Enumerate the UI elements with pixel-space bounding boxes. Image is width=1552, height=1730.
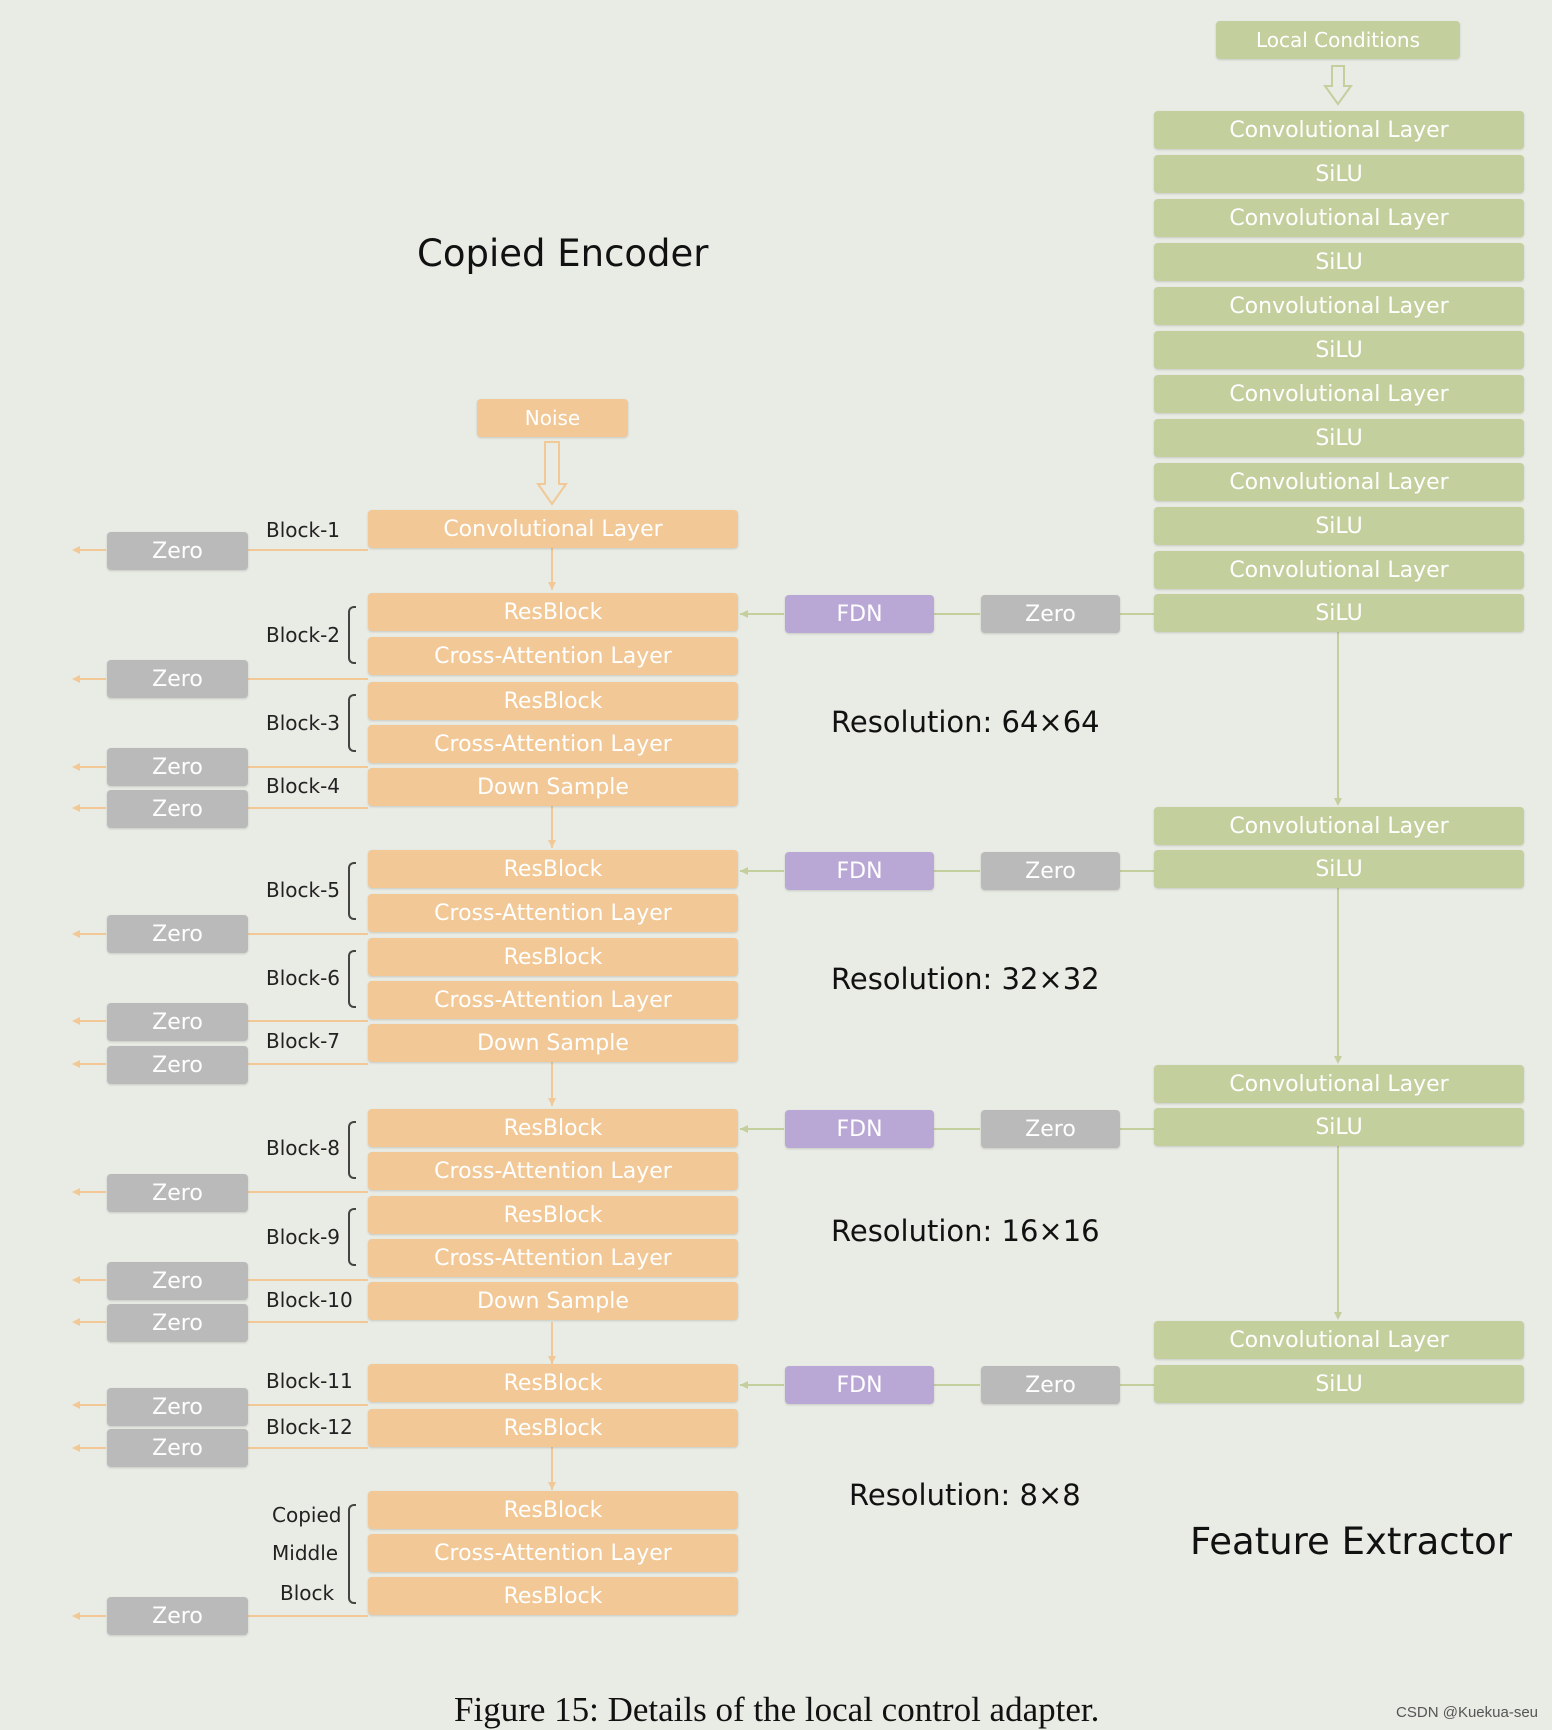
block-label: Block-11 xyxy=(266,1369,353,1393)
local-conditions-down-arrow xyxy=(1323,65,1353,106)
zero-output: Zero xyxy=(107,532,248,570)
encoder-cross-attention: Cross-Attention Layer xyxy=(368,1152,738,1190)
encoder-cross-attention: Cross-Attention Layer xyxy=(368,981,738,1019)
fdn-box: FDN xyxy=(785,1366,934,1404)
extractor-conv-layer: Convolutional Layer xyxy=(1154,199,1524,237)
brace xyxy=(348,694,356,752)
zero-box: Zero xyxy=(981,1366,1120,1404)
middle-block-label: Copied xyxy=(272,1503,342,1527)
brace xyxy=(348,1504,356,1604)
local-conditions-input: Local Conditions xyxy=(1216,21,1460,59)
extractor-silu: SiLU xyxy=(1154,1365,1524,1403)
block-label: Block-4 xyxy=(266,774,341,798)
noise-down-arrow xyxy=(536,441,568,506)
zero-output: Zero xyxy=(107,1046,248,1084)
resolution-label: Resolution: 16×16 xyxy=(831,1214,1100,1248)
extractor-conv-layer: Convolutional Layer xyxy=(1154,1321,1524,1359)
brace xyxy=(348,1208,356,1266)
extractor-conv-layer: Convolutional Layer xyxy=(1154,1065,1524,1103)
zero-output: Zero xyxy=(107,1262,248,1300)
fdn-box: FDN xyxy=(785,852,934,890)
encoder-resblock: ResBlock xyxy=(368,1109,738,1147)
extractor-silu: SiLU xyxy=(1154,419,1524,457)
encoder-cross-attention: Cross-Attention Layer xyxy=(368,637,738,675)
block-label: Block-10 xyxy=(266,1288,353,1312)
middle-cross-attention: Cross-Attention Layer xyxy=(368,1534,738,1572)
extractor-silu: SiLU xyxy=(1154,155,1524,193)
middle-block-label: Block xyxy=(280,1581,335,1605)
resolution-label: Resolution: 32×32 xyxy=(831,962,1100,996)
block-label: Block-9 xyxy=(266,1225,341,1249)
extractor-conv-layer: Convolutional Layer xyxy=(1154,463,1524,501)
middle-resblock: ResBlock xyxy=(368,1577,738,1615)
zero-output: Zero xyxy=(107,1597,248,1635)
encoder-cross-attention: Cross-Attention Layer xyxy=(368,725,738,763)
block-label: Block-7 xyxy=(266,1029,341,1053)
noise-input: Noise xyxy=(477,399,628,437)
brace xyxy=(348,1121,356,1179)
encoder-resblock: ResBlock xyxy=(368,593,738,631)
extractor-silu: SiLU xyxy=(1154,850,1524,888)
extractor-silu: SiLU xyxy=(1154,243,1524,281)
encoder-resblock: ResBlock xyxy=(368,682,738,720)
extractor-silu: SiLU xyxy=(1154,331,1524,369)
figure-caption: Figure 15: Details of the local control … xyxy=(454,1690,1100,1729)
zero-output: Zero xyxy=(107,1174,248,1212)
zero-output: Zero xyxy=(107,1304,248,1342)
brace xyxy=(348,862,356,920)
zero-output: Zero xyxy=(107,1388,248,1426)
encoder-down-sample: Down Sample xyxy=(368,768,738,806)
extractor-silu: SiLU xyxy=(1154,594,1524,632)
fdn-box: FDN xyxy=(785,1110,934,1148)
zero-box: Zero xyxy=(981,1110,1120,1148)
block-label: Block-2 xyxy=(266,623,341,647)
zero-output: Zero xyxy=(107,748,248,786)
encoder-cross-attention: Cross-Attention Layer xyxy=(368,1239,738,1277)
encoder-resblock: ResBlock xyxy=(368,850,738,888)
brace xyxy=(348,606,356,664)
encoder-resblock: ResBlock xyxy=(368,1409,738,1447)
encoder-down-sample: Down Sample xyxy=(368,1024,738,1062)
block-label: Block-6 xyxy=(266,966,341,990)
encoder-resblock: ResBlock xyxy=(368,1196,738,1234)
zero-output: Zero xyxy=(107,790,248,828)
brace xyxy=(348,950,356,1008)
feature-extractor-title: Feature Extractor xyxy=(1190,1520,1512,1563)
encoder-down-sample: Down Sample xyxy=(368,1282,738,1320)
extractor-silu: SiLU xyxy=(1154,1108,1524,1146)
extractor-conv-layer: Convolutional Layer xyxy=(1154,807,1524,845)
copied-encoder-title: Copied Encoder xyxy=(417,232,709,275)
zero-box: Zero xyxy=(981,595,1120,633)
extractor-conv-layer: Convolutional Layer xyxy=(1154,111,1524,149)
block-label: Block-5 xyxy=(266,878,341,902)
encoder-resblock: ResBlock xyxy=(368,1364,738,1402)
fdn-box: FDN xyxy=(785,595,934,633)
middle-resblock: ResBlock xyxy=(368,1491,738,1529)
extractor-conv-layer: Convolutional Layer xyxy=(1154,287,1524,325)
block-label: Block-3 xyxy=(266,711,341,735)
encoder-cross-attention: Cross-Attention Layer xyxy=(368,894,738,932)
extractor-conv-layer: Convolutional Layer xyxy=(1154,551,1524,589)
middle-block-label: Middle xyxy=(272,1541,339,1565)
encoder-conv-layer: Convolutional Layer xyxy=(368,510,738,548)
block-label: Block-1 xyxy=(266,518,341,542)
resolution-label: Resolution: 64×64 xyxy=(831,705,1100,739)
encoder-resblock: ResBlock xyxy=(368,938,738,976)
resolution-label: Resolution: 8×8 xyxy=(849,1478,1081,1512)
watermark: CSDN @Kuekua-seu xyxy=(1396,1704,1538,1721)
block-label: Block-8 xyxy=(266,1136,341,1160)
zero-box: Zero xyxy=(981,852,1120,890)
zero-output: Zero xyxy=(107,660,248,698)
zero-output: Zero xyxy=(107,1003,248,1041)
block-label: Block-12 xyxy=(266,1415,353,1439)
zero-output: Zero xyxy=(107,1429,248,1467)
zero-output: Zero xyxy=(107,915,248,953)
extractor-conv-layer: Convolutional Layer xyxy=(1154,375,1524,413)
extractor-silu: SiLU xyxy=(1154,507,1524,545)
